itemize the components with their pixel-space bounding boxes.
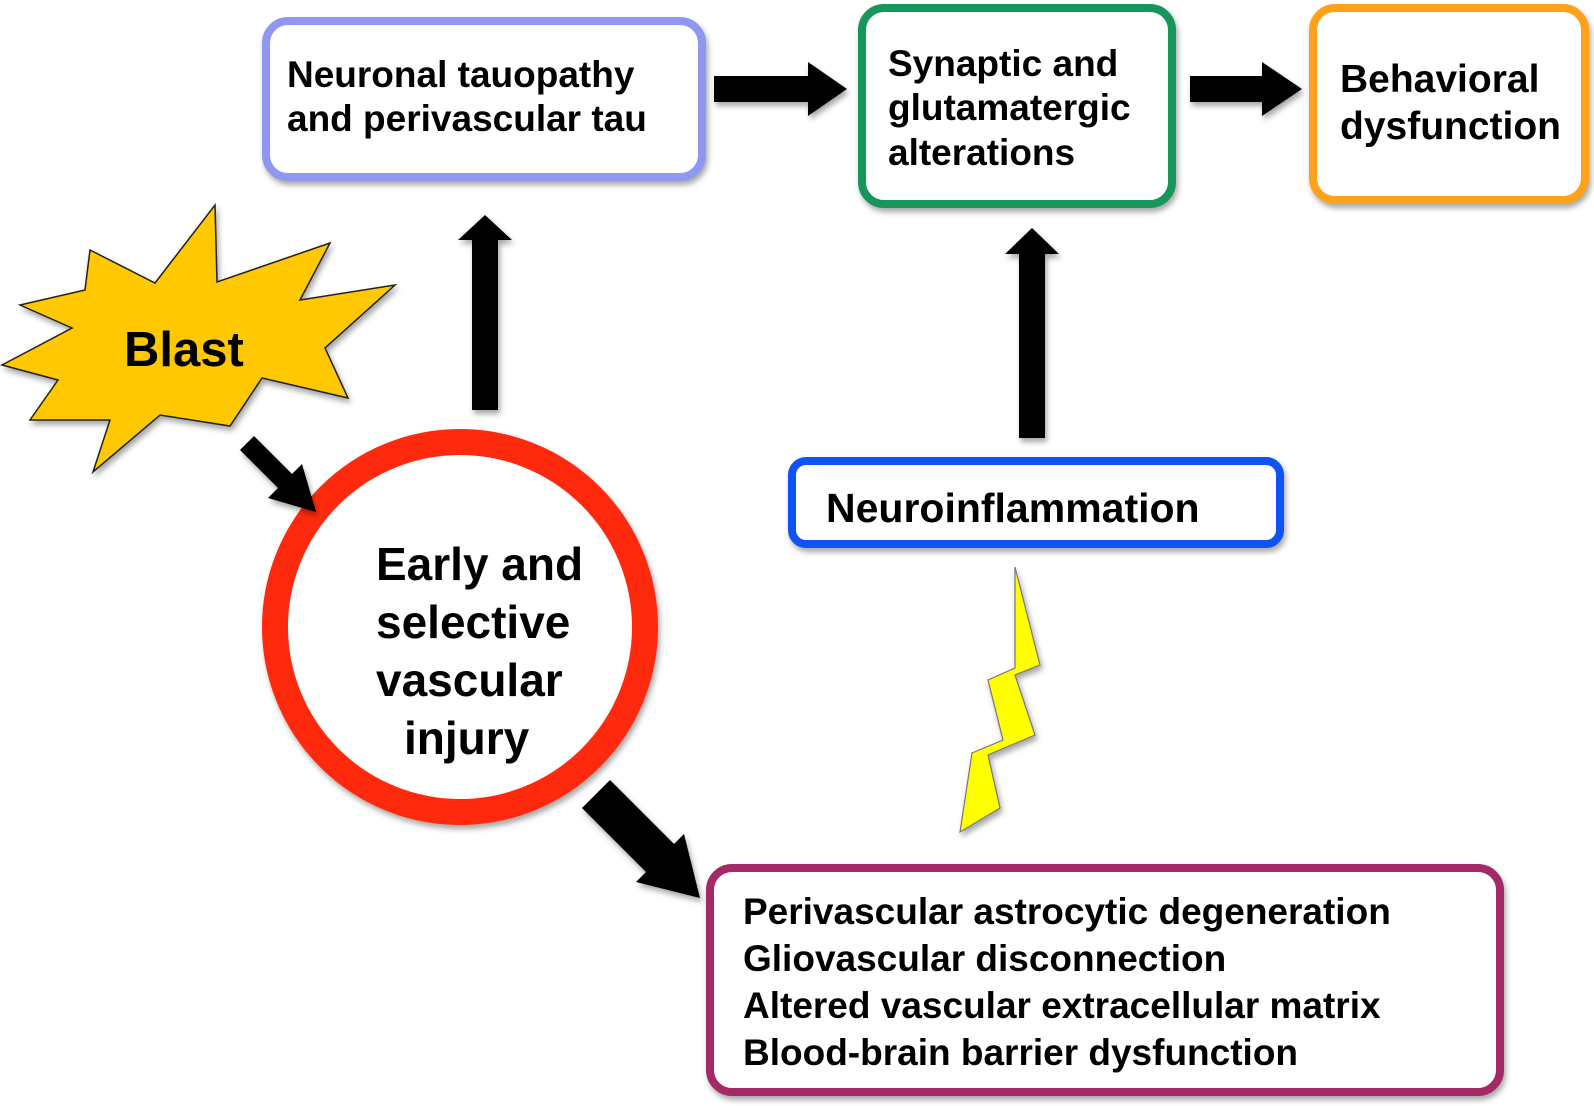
vascular-label: Early and selective vascular injury xyxy=(376,535,583,767)
neuroinflammation-label: Neuroinflammation xyxy=(826,485,1200,531)
perivascular-item: Perivascular astrocytic degeneration xyxy=(743,891,1391,932)
synaptic-label: Synaptic and glutamatergic alterations xyxy=(888,42,1131,175)
arrow-tau-to-synaptic xyxy=(714,62,847,116)
arrow-vascular-to-perivascular xyxy=(582,780,700,898)
synaptic-label-line-2: glutamatergic xyxy=(888,87,1131,129)
arrow-vascular-to-tau xyxy=(458,215,512,410)
synaptic-label-line-1: Synaptic and xyxy=(888,43,1119,84)
perivascular-box xyxy=(706,864,1504,1096)
behavioral-label-line-2: dysfunction xyxy=(1340,104,1561,148)
lightning-bolt xyxy=(959,566,1041,834)
behavioral-label-line-1: Behavioral xyxy=(1340,58,1540,101)
perivascular-item: Gliovascular disconnection xyxy=(743,938,1227,979)
perivascular-item: Blood-brain barrier dysfunction xyxy=(743,1032,1299,1073)
behavioral-box xyxy=(1309,4,1589,204)
arrow-synaptic-to-behavioral xyxy=(1190,62,1302,116)
vascular-label-line-4: injury xyxy=(404,712,530,764)
tau-label-line-1: Neuronal tauopathy xyxy=(287,54,635,95)
blast-label: Blast xyxy=(124,323,244,377)
neuroinflammation-box xyxy=(788,457,1284,548)
perivascular-item: Altered vascular extracellular matrix xyxy=(743,985,1381,1026)
vascular-label-line-1: Early and xyxy=(376,538,584,590)
synaptic-box xyxy=(858,4,1176,208)
blast-starburst xyxy=(0,202,398,475)
vascular-label-line-2: selective xyxy=(376,596,571,648)
vascular-injury-circle xyxy=(262,429,658,825)
perivascular-list: Perivascular astrocytic degeneration Gli… xyxy=(743,888,1391,1076)
tau-label: Neuronal tauopathy and perivascular tau xyxy=(287,53,647,142)
tau-box xyxy=(262,17,706,181)
arrow-neuroinflammation-to-synaptic xyxy=(1005,228,1059,438)
vascular-label-line-3: vascular xyxy=(376,654,563,706)
synaptic-label-line-3: alterations xyxy=(888,131,1076,173)
behavioral-label: Behavioral dysfunction xyxy=(1340,57,1561,151)
tau-label-line-2: and perivascular tau xyxy=(287,98,647,140)
arrow-blast-to-vascular xyxy=(240,436,316,512)
